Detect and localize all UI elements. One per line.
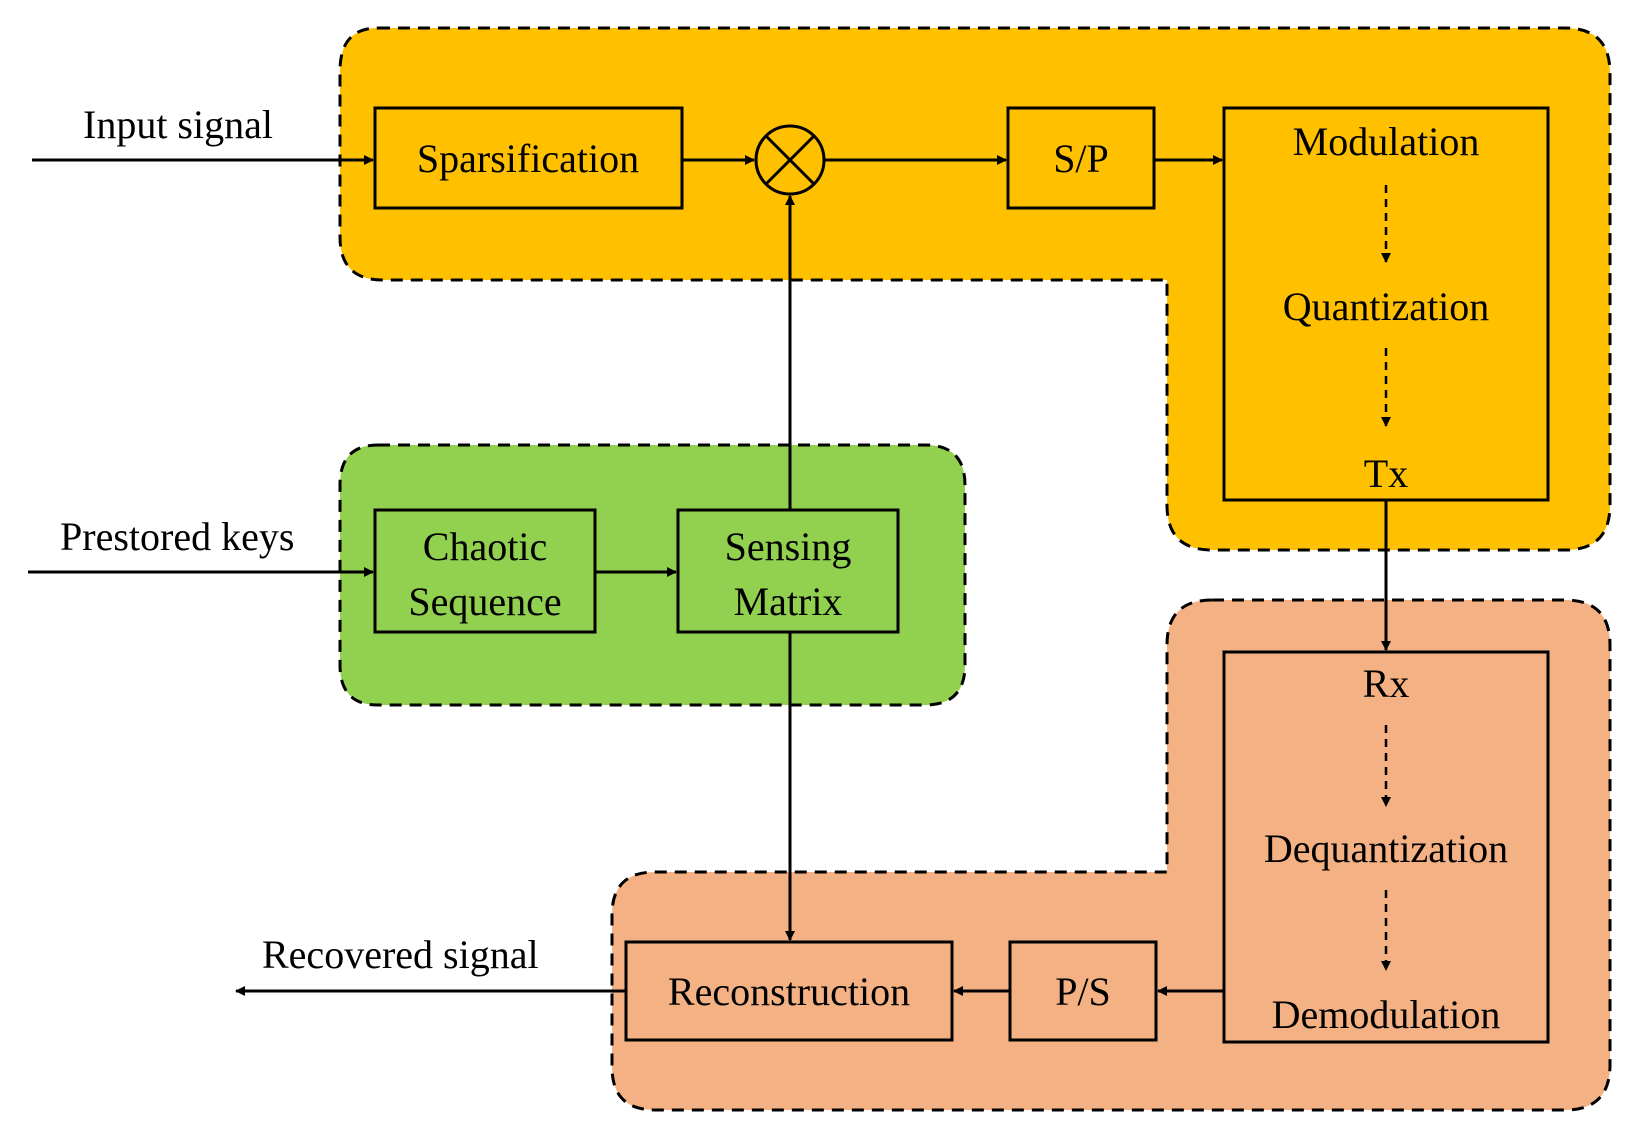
sensing-label-line2: Matrix bbox=[734, 579, 843, 624]
sensing-matrix-block bbox=[676, 508, 900, 634]
sp-block bbox=[1006, 106, 1156, 210]
key-region bbox=[338, 443, 967, 707]
sparsification-label: Sparsification bbox=[417, 136, 639, 181]
chaotic-label-line2: Sequence bbox=[408, 579, 561, 624]
sensing-label-line1: Sensing bbox=[725, 524, 852, 569]
quantization-label: Quantization bbox=[1283, 284, 1490, 329]
ps-label: P/S bbox=[1055, 969, 1111, 1014]
sp-label: S/P bbox=[1053, 136, 1109, 181]
rx-label: Rx bbox=[1363, 661, 1410, 706]
prestored-keys-label: Prestored keys bbox=[60, 514, 294, 559]
chaotic-label-line1: Chaotic bbox=[423, 524, 547, 569]
receiver-region bbox=[610, 598, 1612, 1112]
recovered-signal-label: Recovered signal bbox=[262, 932, 539, 977]
rx-block bbox=[1222, 650, 1550, 1044]
reconstruction-label: Reconstruction bbox=[668, 969, 910, 1014]
tx-label: Tx bbox=[1364, 451, 1408, 496]
dequantization-label: Dequantization bbox=[1264, 826, 1508, 871]
modulation-label: Modulation bbox=[1293, 119, 1480, 164]
transmitter-region bbox=[338, 26, 1612, 552]
input-signal-label: Input signal bbox=[83, 102, 273, 147]
sparsification-block bbox=[373, 106, 684, 210]
multiplier-cross-b bbox=[764, 134, 816, 186]
demodulation-label: Demodulation bbox=[1272, 992, 1501, 1037]
